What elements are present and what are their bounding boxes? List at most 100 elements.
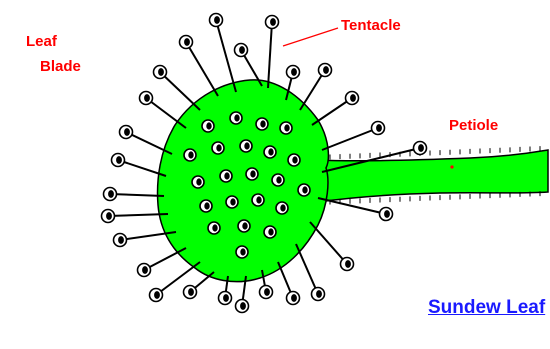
- inner-gland-center: [212, 224, 217, 231]
- inner-gland-center: [268, 148, 273, 155]
- petiole-dot: [450, 165, 453, 168]
- tentacle-stalk: [216, 20, 236, 92]
- inner-gland-center: [280, 204, 285, 211]
- tentacle-stalk: [126, 132, 172, 154]
- tentacle-gland-center: [384, 210, 390, 218]
- inner-gland-12: [246, 168, 258, 180]
- inner-gland-18: [276, 202, 288, 214]
- inner-gland-7: [240, 140, 252, 152]
- tentacle-18: [114, 232, 177, 247]
- inner-gland-22: [236, 246, 248, 258]
- tentacle-gland-center: [240, 302, 246, 310]
- inner-gland-center: [276, 176, 281, 183]
- tentacle-gland-center: [316, 290, 322, 298]
- inner-gland-16: [226, 196, 238, 208]
- inner-gland-9: [288, 154, 300, 166]
- tentacle-1: [210, 14, 237, 93]
- inner-gland-center: [224, 172, 229, 179]
- inner-gland-19: [208, 222, 220, 234]
- tentacle-stalk: [110, 194, 164, 196]
- inner-gland-center: [206, 122, 211, 129]
- inner-gland-center: [250, 170, 255, 177]
- tentacle-gland-center: [118, 236, 124, 244]
- tentacle-stalk: [268, 22, 272, 88]
- inner-gland-center: [188, 151, 193, 158]
- inner-gland-10: [192, 176, 204, 188]
- tentacle-gland-center: [291, 68, 297, 76]
- inner-gland-5: [184, 149, 196, 161]
- inner-gland-center: [268, 228, 273, 235]
- inner-gland-15: [200, 200, 212, 212]
- tentacle-20: [104, 188, 165, 201]
- tentacle-9: [310, 222, 354, 271]
- tentacle-11: [278, 262, 300, 305]
- tentacle-4: [300, 64, 332, 111]
- tentacle-stalk: [310, 222, 347, 264]
- tentacle-24: [154, 66, 201, 111]
- inner-gland-21: [264, 226, 276, 238]
- tentacle-gland-center: [223, 294, 229, 302]
- tentacle-gland-center: [418, 144, 424, 152]
- inner-gland-14: [298, 184, 310, 196]
- tentacle-21: [112, 154, 167, 177]
- tentacle-5: [312, 92, 359, 126]
- inner-gland-2: [230, 112, 242, 124]
- inner-gland-center: [240, 248, 245, 255]
- leaf-blade-label-line1: Leaf: [26, 33, 57, 51]
- tentacle-stalk: [322, 128, 378, 150]
- tentacle-gland-center: [154, 291, 160, 299]
- tentacle-gland-center: [184, 38, 190, 46]
- tentacle-15: [184, 272, 215, 299]
- tentacle-gland-center: [158, 68, 164, 76]
- petiole-stalk: [318, 150, 548, 202]
- inner-gland-3: [256, 118, 268, 130]
- tentacle-gland-center: [270, 18, 276, 26]
- tentacle-gland-center: [350, 94, 356, 102]
- tentacle-stalk: [318, 198, 386, 214]
- tentacle-gland-center: [144, 94, 150, 102]
- inner-gland-center: [234, 114, 239, 121]
- inner-gland-4: [280, 122, 292, 134]
- tentacle-stalk: [146, 98, 186, 128]
- tentacle-gland-center: [116, 156, 122, 164]
- inner-gland-center: [196, 178, 201, 185]
- tentacle-25: [180, 36, 219, 97]
- inner-gland-center: [284, 124, 289, 131]
- petiole-label: Petiole: [449, 117, 498, 135]
- inner-gland-8: [264, 146, 276, 158]
- tentacle-10: [296, 244, 325, 301]
- inner-gland-20: [238, 220, 250, 232]
- tentacle-gland-center: [264, 288, 270, 296]
- tentacle-17: [138, 248, 187, 277]
- tentacle-pointer-line: [283, 28, 338, 46]
- tentacle-gland-center: [323, 66, 329, 74]
- tentacle-stalk: [118, 160, 166, 176]
- inner-gland-center: [302, 186, 307, 193]
- inner-gland-6: [212, 142, 224, 154]
- tentacle-gland-center: [291, 294, 297, 302]
- tentacle-gland-center: [345, 260, 351, 268]
- inner-gland-center: [242, 222, 247, 229]
- tentacle-gland-center: [214, 16, 220, 24]
- inner-gland-17: [252, 194, 264, 206]
- tentacle-gland-center: [106, 212, 112, 220]
- tentacle-22: [120, 126, 173, 155]
- tentacle-gland-center: [239, 46, 245, 54]
- leaf-blade-label-line2: Blade: [40, 58, 81, 76]
- inner-gland-center: [204, 202, 209, 209]
- inner-gland-center: [292, 156, 297, 163]
- tentacle-label: Tentacle: [341, 17, 401, 35]
- tentacle-6: [322, 122, 385, 151]
- tentacle-gland-center: [188, 288, 194, 296]
- inner-gland-center: [260, 120, 265, 127]
- inner-gland-11: [220, 170, 232, 182]
- tentacle-gland-center: [108, 190, 114, 198]
- inner-gland-1: [202, 120, 214, 132]
- tentacle-gland-center: [142, 266, 148, 274]
- tentacle-stalk: [160, 72, 200, 110]
- diagram-title: Sundew Leaf: [428, 297, 545, 319]
- tentacle-8: [318, 198, 393, 221]
- inner-gland-center: [244, 142, 249, 149]
